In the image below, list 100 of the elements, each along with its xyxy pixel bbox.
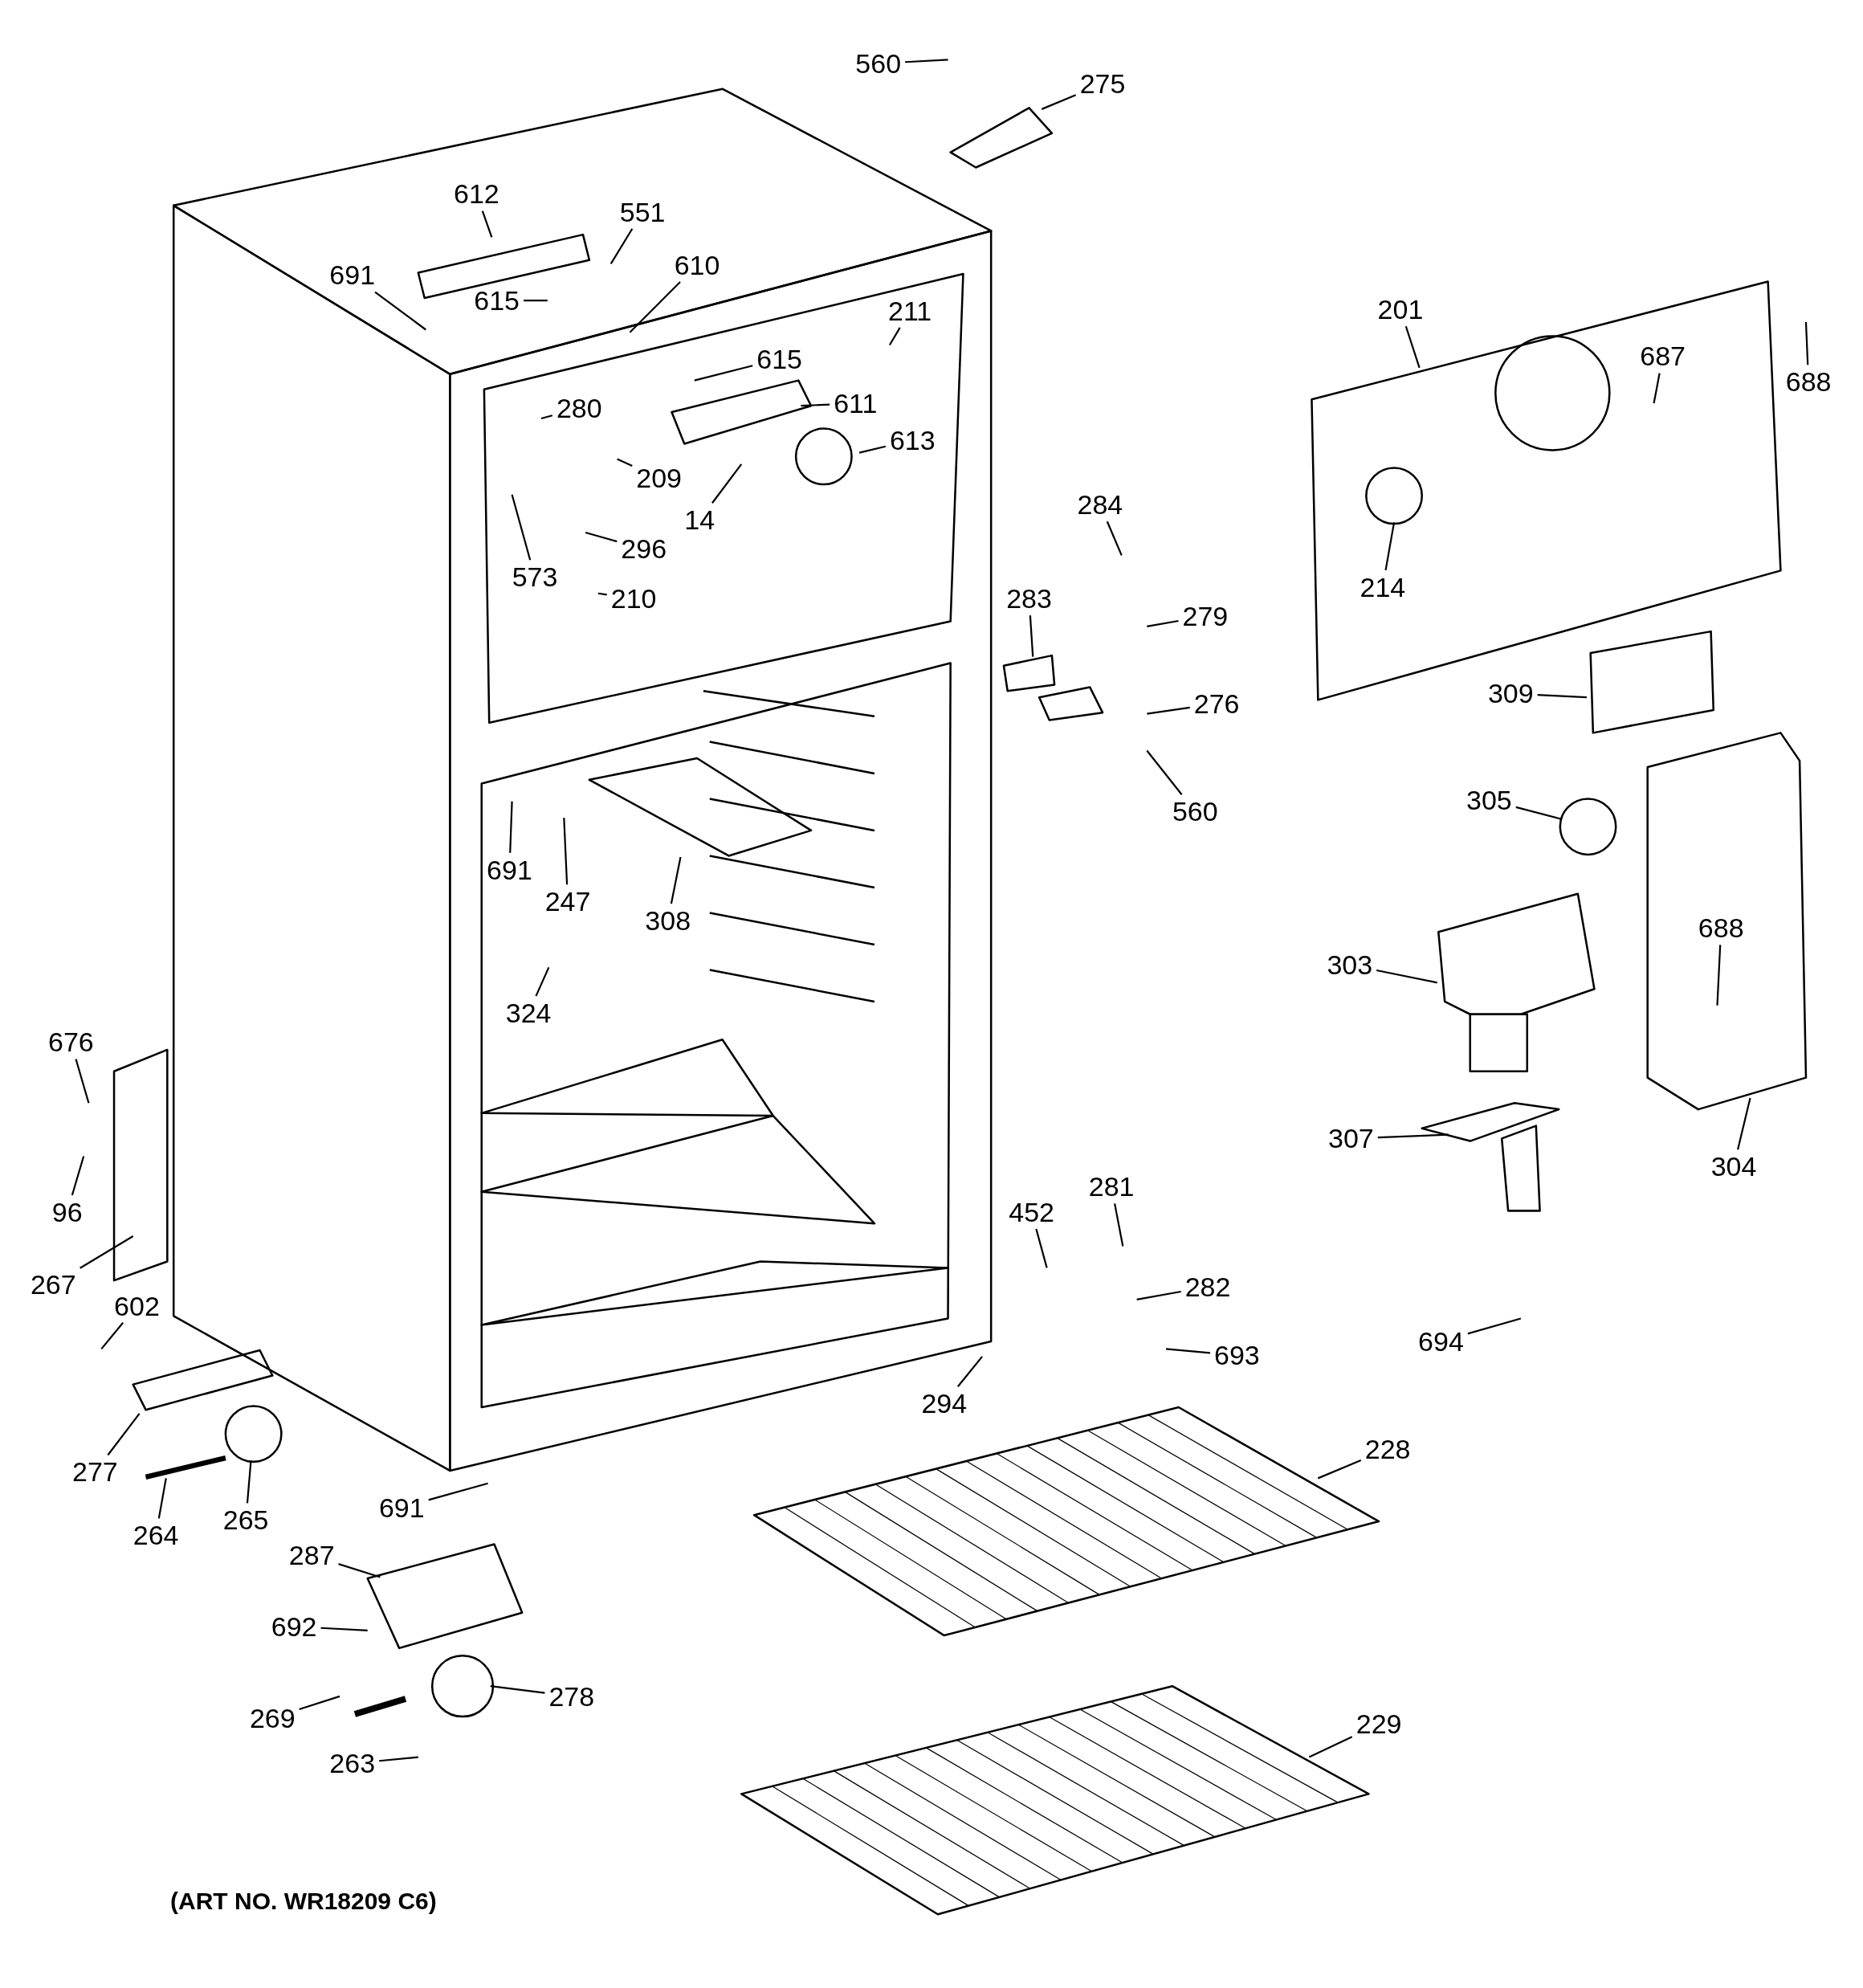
leader-line bbox=[428, 1482, 488, 1501]
callout-number: 304 bbox=[1710, 1151, 1757, 1181]
callout-number: 613 bbox=[889, 425, 936, 455]
callout-number: 307 bbox=[1328, 1124, 1374, 1153]
leader-line bbox=[609, 228, 634, 264]
leader-line bbox=[1136, 1290, 1181, 1300]
callout-number: 324 bbox=[505, 998, 552, 1027]
callout-number: 688 bbox=[1698, 913, 1744, 943]
leader-line bbox=[1804, 322, 1809, 365]
callout-number: 691 bbox=[378, 1492, 425, 1522]
leader-line bbox=[711, 463, 743, 504]
callout-number: 694 bbox=[1418, 1326, 1464, 1356]
leader-line bbox=[1467, 1317, 1522, 1335]
callout-number: 309 bbox=[1487, 679, 1534, 708]
leader-line bbox=[1317, 1459, 1362, 1480]
callout-number: 267 bbox=[30, 1269, 76, 1299]
callout-number: 96 bbox=[51, 1197, 83, 1227]
leader-line bbox=[617, 458, 633, 467]
leader-line bbox=[629, 281, 681, 333]
leader-line bbox=[597, 592, 607, 596]
leader-line bbox=[670, 856, 682, 904]
leader-line bbox=[801, 403, 830, 407]
callout-number: 296 bbox=[621, 534, 667, 564]
leader-line bbox=[535, 966, 550, 997]
callout-number: 284 bbox=[1077, 490, 1123, 520]
callout-number: 602 bbox=[114, 1291, 160, 1321]
callout-number: 282 bbox=[1184, 1272, 1231, 1301]
leader-line bbox=[1029, 615, 1034, 657]
callout-number: 691 bbox=[329, 260, 376, 290]
callout-number: 615 bbox=[756, 344, 802, 374]
leader-line bbox=[1106, 520, 1123, 556]
leader-line bbox=[1114, 1203, 1124, 1247]
leader-line bbox=[490, 1685, 545, 1694]
leader-line bbox=[905, 59, 948, 63]
leader-line bbox=[157, 1478, 167, 1519]
art-number-caption: (ART NO. WR18209 C6) bbox=[170, 1888, 437, 1915]
leader-line bbox=[299, 1695, 340, 1711]
callout-number: 573 bbox=[512, 562, 558, 592]
callout-number: 278 bbox=[548, 1681, 595, 1711]
callout-number: 229 bbox=[1355, 1709, 1402, 1739]
callout-number: 264 bbox=[132, 1521, 179, 1550]
callout-number: 615 bbox=[474, 286, 520, 316]
leader-line bbox=[320, 1627, 368, 1631]
leader-line bbox=[858, 445, 887, 454]
callout-number: 287 bbox=[288, 1541, 335, 1570]
leader-line bbox=[1515, 806, 1562, 820]
callout-number: 691 bbox=[487, 855, 532, 884]
leader-line bbox=[338, 1563, 381, 1578]
leader-line bbox=[888, 327, 901, 345]
leader-line bbox=[1146, 749, 1183, 795]
leader-line bbox=[1041, 94, 1077, 110]
leader-line bbox=[585, 531, 618, 543]
leader-line bbox=[75, 1059, 90, 1104]
leader-line bbox=[1377, 1133, 1449, 1139]
callout-number: 210 bbox=[610, 583, 657, 613]
leader-line bbox=[1376, 969, 1437, 984]
leader-line bbox=[563, 818, 569, 885]
leader-line bbox=[1308, 1736, 1353, 1758]
leader-line bbox=[511, 494, 532, 561]
leader-line bbox=[1404, 325, 1421, 369]
callout-number: 279 bbox=[1182, 602, 1229, 631]
callout-number: 612 bbox=[454, 179, 499, 209]
leader-line bbox=[1716, 945, 1722, 1006]
callout-number: 14 bbox=[684, 505, 715, 535]
callout-number: 687 bbox=[1640, 341, 1686, 371]
leader-line bbox=[1035, 1228, 1048, 1268]
callout-number: 692 bbox=[271, 1611, 317, 1641]
leader-line bbox=[956, 1356, 983, 1387]
leader-line bbox=[481, 210, 493, 238]
callout-number: 201 bbox=[1377, 295, 1424, 325]
callout-number: 693 bbox=[1214, 1341, 1260, 1370]
leader-line bbox=[1384, 522, 1396, 571]
leader-line bbox=[1653, 373, 1661, 404]
callout-number: 276 bbox=[1193, 688, 1240, 718]
callout-number: 214 bbox=[1360, 572, 1406, 602]
leader-line bbox=[100, 1322, 124, 1350]
callout-number: 305 bbox=[1466, 785, 1512, 814]
leader-line bbox=[1737, 1097, 1751, 1150]
callout-number: 281 bbox=[1088, 1172, 1135, 1202]
leader-line bbox=[1165, 1348, 1211, 1354]
leader-line bbox=[1537, 694, 1587, 699]
callout-number: 610 bbox=[674, 250, 720, 280]
callout-number: 265 bbox=[222, 1505, 269, 1535]
callout-number: 688 bbox=[1785, 367, 1832, 397]
leader-line bbox=[71, 1156, 85, 1196]
leader-line bbox=[540, 414, 553, 420]
callout-number: 275 bbox=[1079, 69, 1126, 99]
callout-number: 452 bbox=[1009, 1197, 1055, 1227]
callout-number: 263 bbox=[329, 1749, 376, 1778]
callout-number: 277 bbox=[72, 1457, 118, 1487]
leader-line bbox=[1147, 706, 1190, 715]
callout-number: 211 bbox=[888, 296, 932, 325]
callout-number: 676 bbox=[48, 1027, 94, 1057]
leader-line bbox=[374, 291, 426, 331]
callout-number: 228 bbox=[1364, 1434, 1411, 1463]
callout-number: 551 bbox=[619, 197, 666, 227]
leader-line bbox=[107, 1413, 141, 1456]
leader-line bbox=[524, 300, 548, 302]
callout-number: 247 bbox=[544, 887, 591, 916]
leader-line bbox=[694, 365, 753, 382]
